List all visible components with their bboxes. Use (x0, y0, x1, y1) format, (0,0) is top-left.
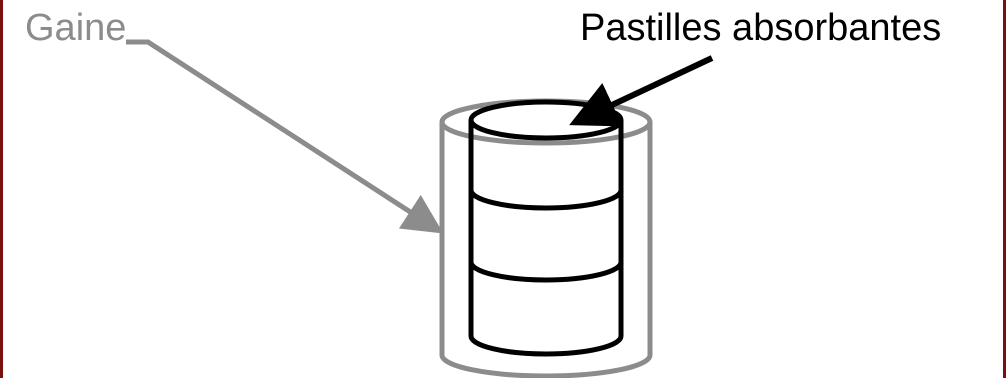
sheath-leader-arrow (126, 39, 444, 234)
pellets-leader-arrow (569, 55, 714, 127)
pellet-stack-bottom (468, 335, 624, 357)
sheath-label: Gaine (25, 7, 127, 49)
sheath-bottom-curve (439, 354, 653, 378)
pellet-divider-1 (468, 189, 624, 211)
pellets-label: Pastilles absorbantes (580, 7, 942, 49)
pellet-stack (468, 99, 624, 357)
sheath-cylinder (439, 98, 653, 378)
pellet-divider-2 (468, 261, 624, 283)
pellet-top-ellipse (468, 99, 624, 141)
